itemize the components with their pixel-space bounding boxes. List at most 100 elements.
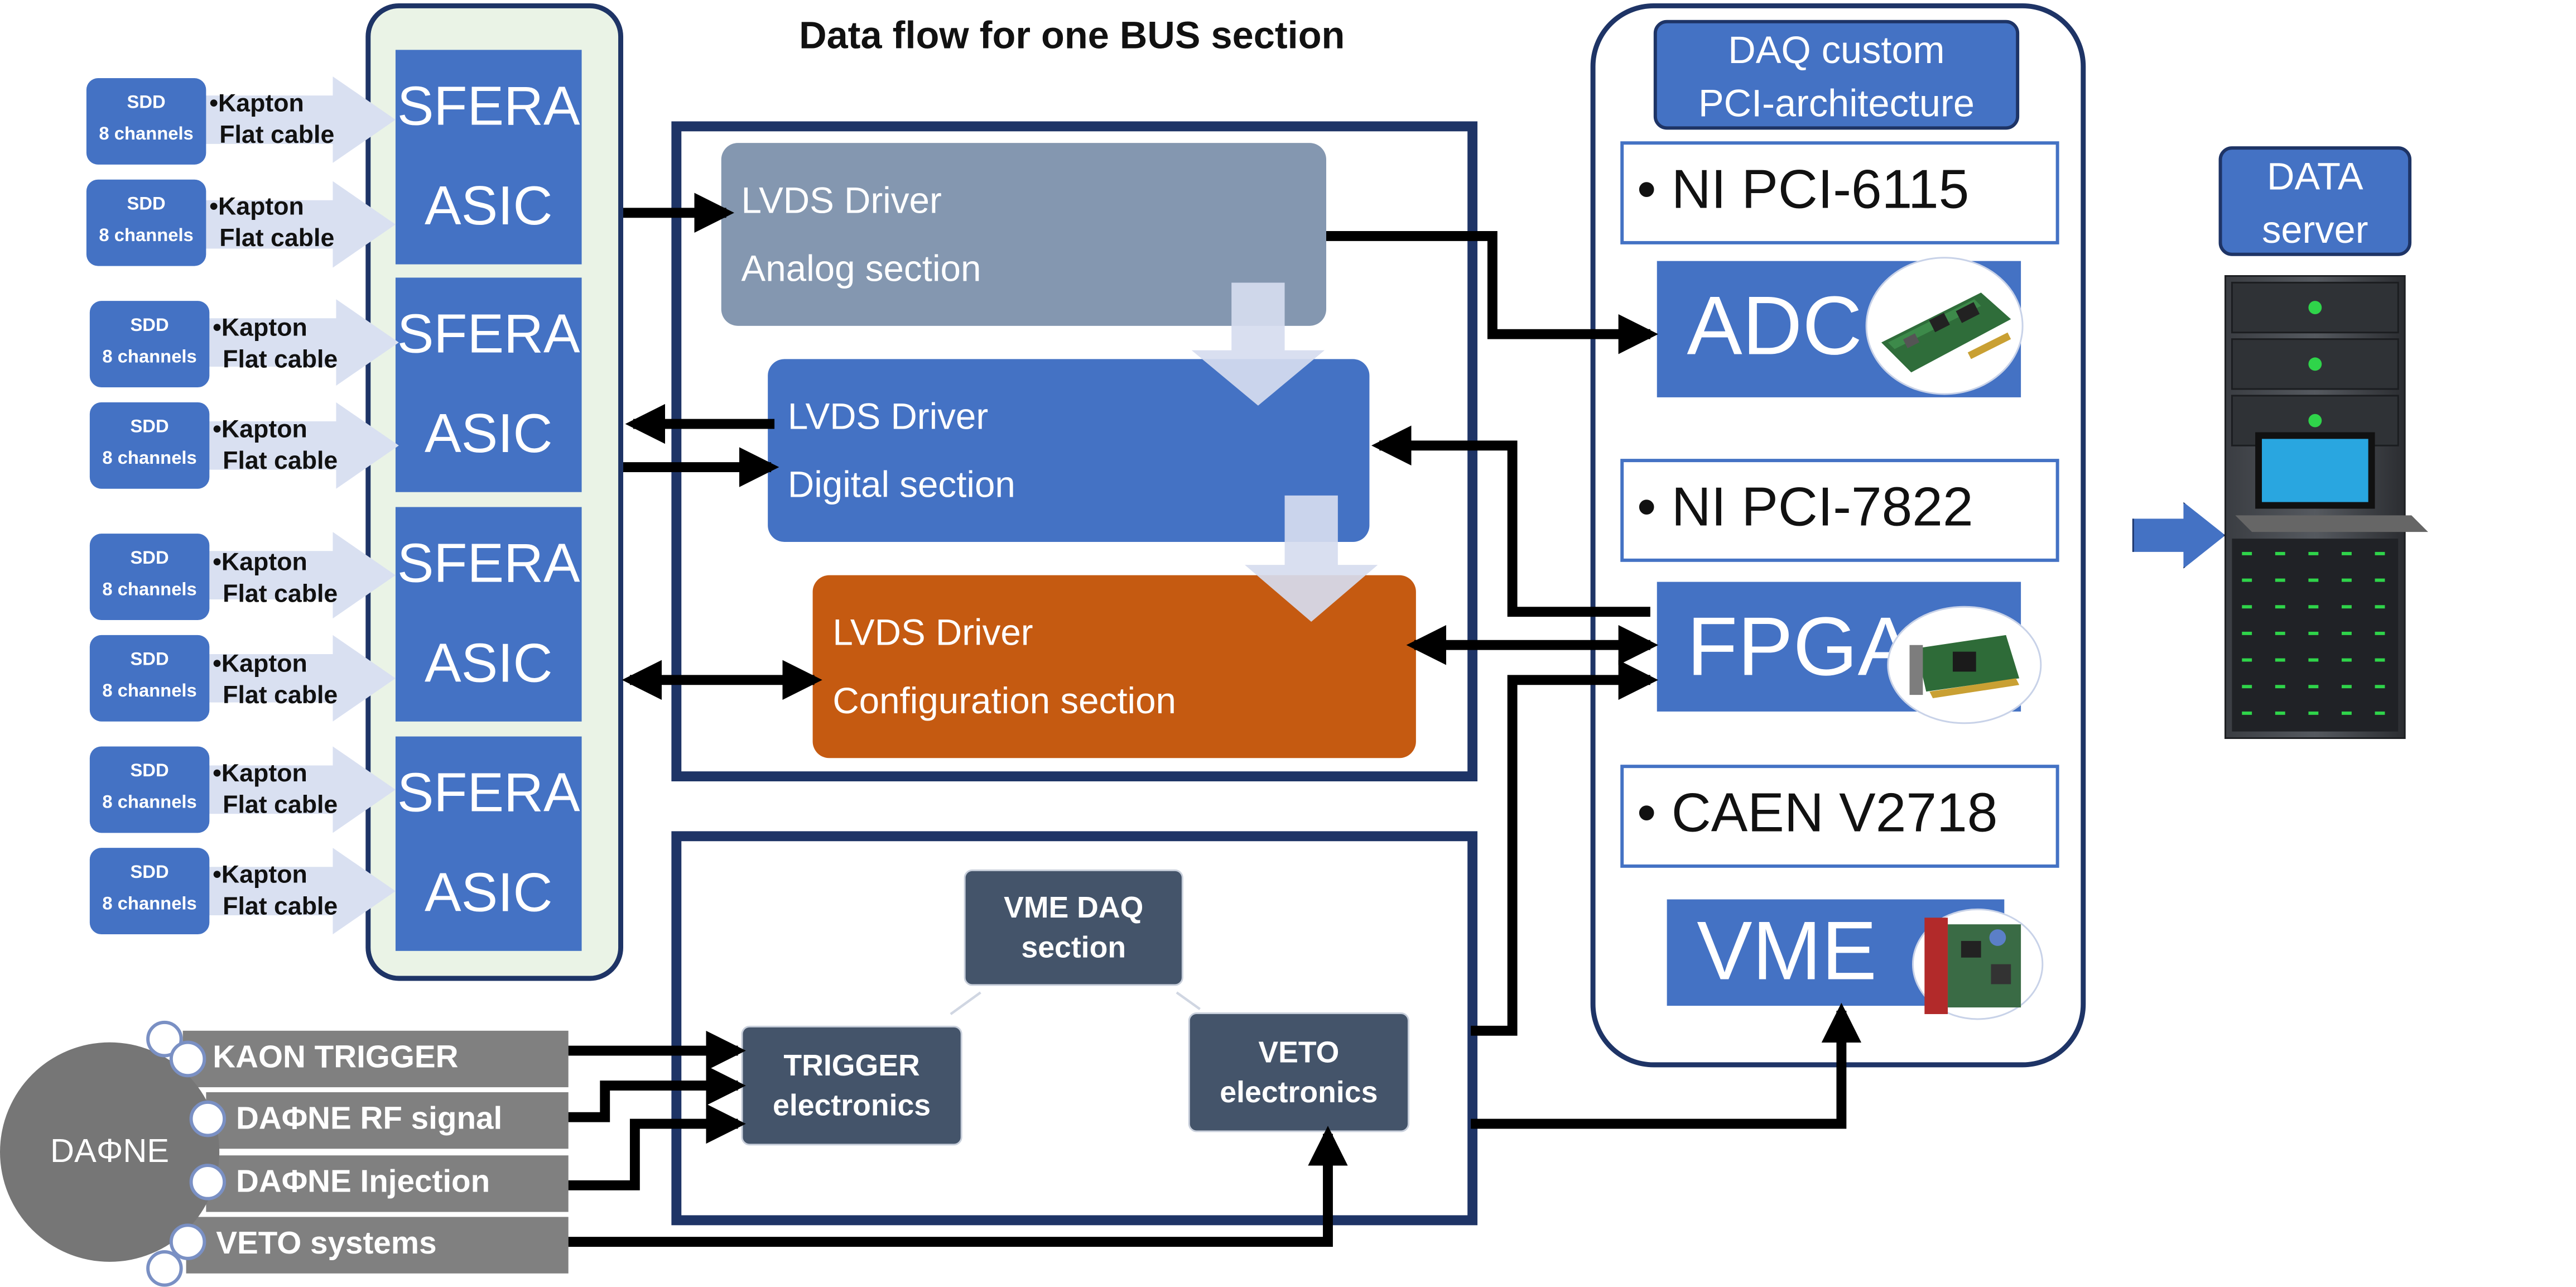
veto-line1: VETO [1258,1035,1340,1069]
veto-line2: electronics [1220,1075,1378,1109]
kapton-line2: Flat cable [223,580,338,609]
vme-daq-line2: section [1021,931,1126,964]
rf-to-trigger-arrow [568,1065,746,1122]
fpga-to-digital-arrow [1371,425,1650,617]
vme-to-veto-link [1176,991,1201,1010]
vme-board-image [1912,908,2044,1020]
server-rack-image [2224,275,2428,739]
injection-to-trigger-arrow [568,1103,746,1190]
veto-systems-to-veto-arrow [568,1126,1348,1247]
signal-kaon-trigger: KAON TRIGGER [182,1030,569,1088]
card-label-ni-pci-6115: • NI PCI-6115 [1620,141,2059,244]
kapton-line2: Flat cable [223,892,338,921]
sdd-label: SDD [130,761,169,781]
sdd-label: SDD [130,417,169,438]
kapton-line1: •Kapton [209,193,304,222]
adc-board-image [1865,257,2024,395]
card-label-caen-v2718: • CAEN V2718 [1620,765,2059,868]
kapton-line2: Flat cable [219,121,335,150]
diagram-title: Data flow for one BUS section [799,13,1345,57]
sdd-module-2: SDD 8 channels [86,179,206,266]
sdd-module-7: SDD 8 channels [89,746,210,833]
kapton-line2: Flat cable [223,447,338,476]
trigger-line1: TRIGGER [783,1049,920,1083]
ring-notch [189,1100,227,1137]
sdd-label: SDD [130,315,169,336]
sdd-module-4: SDD 8 channels [89,402,210,489]
kapton-line2: Flat cable [223,791,338,820]
kapton-line1: •Kapton [213,415,307,444]
kapton-line2: Flat cable [223,345,338,374]
kapton-line2: Flat cable [219,224,335,253]
lvds-section-frame [671,121,1478,781]
data-server-line1: DATA [2267,155,2363,198]
sdd-channels: 8 channels [102,449,197,469]
sfera-asic-3: SFERA ASIC [395,507,582,722]
data-server-line2: server [2262,208,2368,251]
sdd-label: SDD [130,862,169,883]
fpga-label: FPGA [1687,600,1913,694]
sdd-channels: 8 channels [102,894,197,915]
veto-electronics-box: VETO electronics [1188,1012,1409,1132]
lvds-analog-title: LVDS Driver [741,179,942,222]
sdd-label: SDD [130,650,169,670]
card-label-ni-pci-7822: • NI PCI-7822 [1620,459,2059,562]
lvds-analog-subtitle: Analog section [741,247,981,290]
asic-line2: ASIC [425,631,553,694]
kapton-line1: •Kapton [213,650,307,679]
signal-veto-systems: VETO systems [186,1217,569,1274]
fpga-board-image [1887,606,2042,724]
kapton-line1: •Kapton [213,548,307,577]
signal-daphne-injection: DAΦNE Injection [206,1155,569,1212]
ring-notch [169,1040,206,1078]
sfera-asic-2: SFERA ASIC [395,277,582,492]
asic-line1: SFERA [397,302,580,364]
lvds-config-subtitle: Configuration section [832,680,1176,722]
vme-daq-section-box: VME DAQ section [964,869,1183,986]
sdd-label: SDD [130,548,169,569]
lvds-digital-subtitle: Digital section [787,464,1015,506]
daq-title-line2: PCI-architecture [1698,81,1975,125]
adc-label: ADC [1687,279,1862,373]
sdd-module-1: SDD 8 channels [86,78,206,165]
kapton-line1: •Kapton [213,760,307,788]
vme-to-trigger-link [950,991,981,1015]
lvds-analog-box: LVDS Driver Analog section [721,143,1327,326]
kapton-line1: •Kapton [209,89,304,118]
lvds-config-title: LVDS Driver [832,612,1033,654]
signal-daphne-rf: DAΦNE RF signal [206,1092,569,1149]
veto-to-vme-arrow [1471,1002,1862,1129]
vme-daq-line1: VME DAQ [1004,891,1144,925]
sdd-module-8: SDD 8 channels [89,848,210,935]
asic-line1: SFERA [397,761,580,823]
sdd-label: SDD [127,194,166,215]
sdd-channels: 8 channels [102,347,197,368]
kapton-line1: •Kapton [213,314,307,343]
sdd-channels: 8 channels [102,580,197,601]
kapton-line1: •Kapton [213,861,307,890]
asic-line2: ASIC [425,402,553,464]
sdd-channels: 8 channels [99,124,194,145]
daq-panel-title: DAQ custom PCI-architecture [1653,20,2020,130]
sdd-label: SDD [127,93,166,113]
vme-label: VME [1697,904,1877,998]
asic-line2: ASIC [425,174,553,236]
trigger-line2: electronics [773,1089,931,1122]
analog-to-adc-arrow [1326,231,1659,354]
asic-line2: ASIC [425,861,553,923]
data-server-title: DATA server [2218,146,2412,256]
kapton-line2: Flat cable [223,681,338,710]
sdd-channels: 8 channels [102,793,197,813]
asic-line1: SFERA [397,75,580,137]
asic-line1: SFERA [397,532,580,594]
sdd-channels: 8 channels [99,226,194,246]
ring-notch [146,1020,183,1058]
